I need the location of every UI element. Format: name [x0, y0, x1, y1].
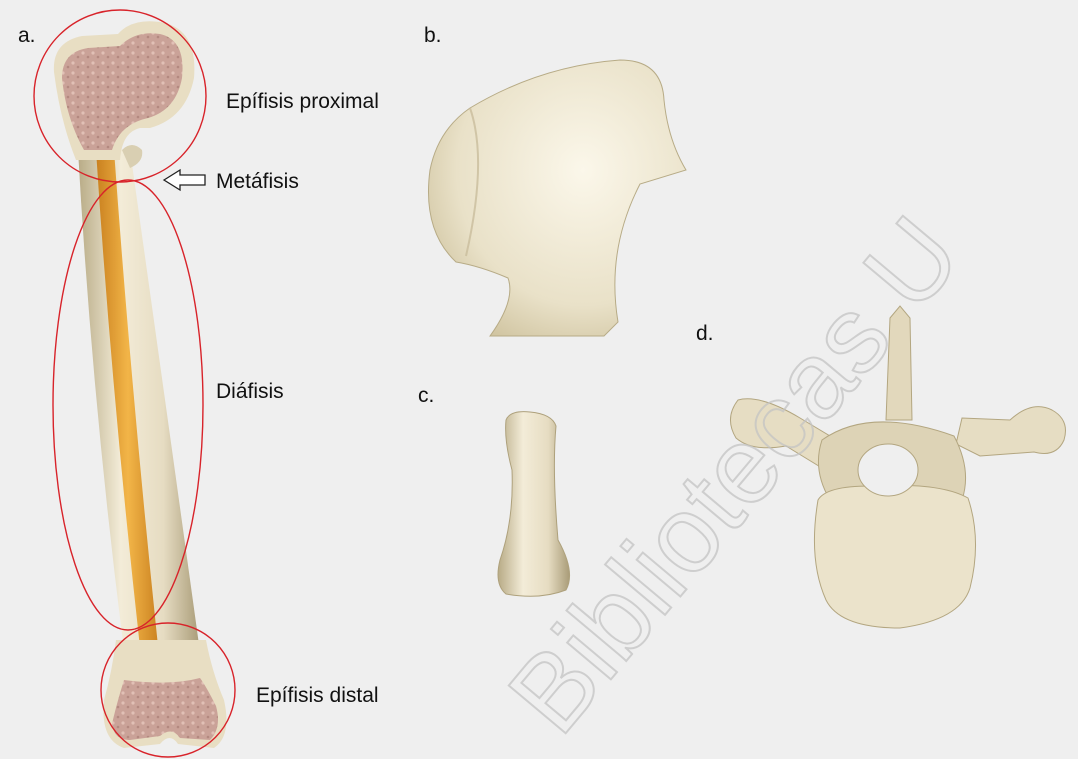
short-bone-illustration: [498, 412, 570, 597]
femur-distal-spongy-bone: [112, 678, 218, 740]
label-distal-epiphysis: Epífisis distal: [256, 684, 379, 708]
panel-label-a: a.: [18, 24, 36, 48]
panel-label-b: b.: [424, 24, 442, 48]
metaphysis-arrow-icon: [164, 170, 205, 190]
vertebral-foramen: [858, 444, 918, 496]
label-proximal-epiphysis: Epífisis proximal: [226, 90, 379, 114]
panel-label-d: d.: [696, 322, 714, 346]
vertebra-body: [814, 485, 975, 628]
label-metaphysis: Metáfisis: [216, 170, 299, 194]
flat-bone-shape: [428, 60, 686, 336]
panel-label-c: c.: [418, 384, 434, 408]
label-diaphysis: Diáfisis: [216, 380, 284, 404]
flat-bone-illustration: [428, 60, 686, 336]
vertebra-right-transverse-process: [956, 407, 1066, 456]
short-bone-shape: [498, 412, 570, 597]
femur-illustration: [34, 10, 235, 757]
